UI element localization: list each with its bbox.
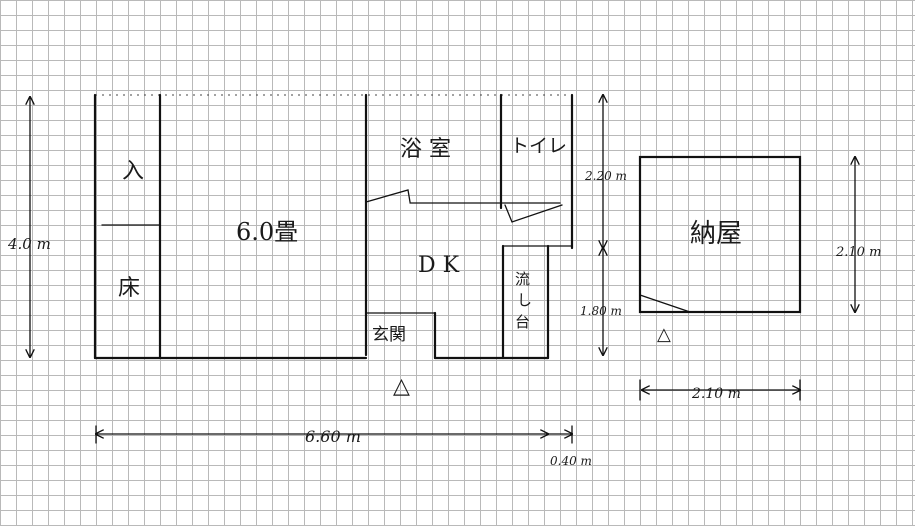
dim-left-height: 4.0 m (7, 235, 51, 253)
dim-bottom-extra: 0.40 m (550, 454, 592, 468)
shed-walls (638, 155, 802, 314)
closet-bottom-label: 床 (118, 276, 140, 301)
dim-shed-height: 2.10 m (835, 245, 881, 260)
main-house-walls (93, 93, 574, 360)
dim-lower-right: 1.80 m (580, 304, 622, 318)
dim-upper-right: 2.20 m (584, 169, 627, 183)
closet-top-label: 入 (122, 159, 144, 184)
shed-label: 納屋 (690, 219, 742, 249)
bath-label: 浴 室 (400, 137, 451, 162)
shed-entrance-triangle-mark: △ (657, 324, 671, 345)
dimension-lines (30, 95, 855, 444)
dk-label: D K (418, 253, 460, 278)
room-main-label: 6.0畳 (236, 218, 298, 246)
dim-bottom-width: 6.60 m (305, 427, 361, 446)
dim-shed-width: 2.10 m (691, 386, 741, 402)
entrance-triangle-mark: △ (393, 374, 410, 399)
toilet-label: トイレ (510, 135, 567, 157)
sink-label-1: 流 (515, 270, 530, 288)
entrance-label: 玄関 (372, 325, 406, 345)
sink-label-3: 台 (515, 313, 530, 331)
sink-label-2: し (517, 291, 532, 309)
